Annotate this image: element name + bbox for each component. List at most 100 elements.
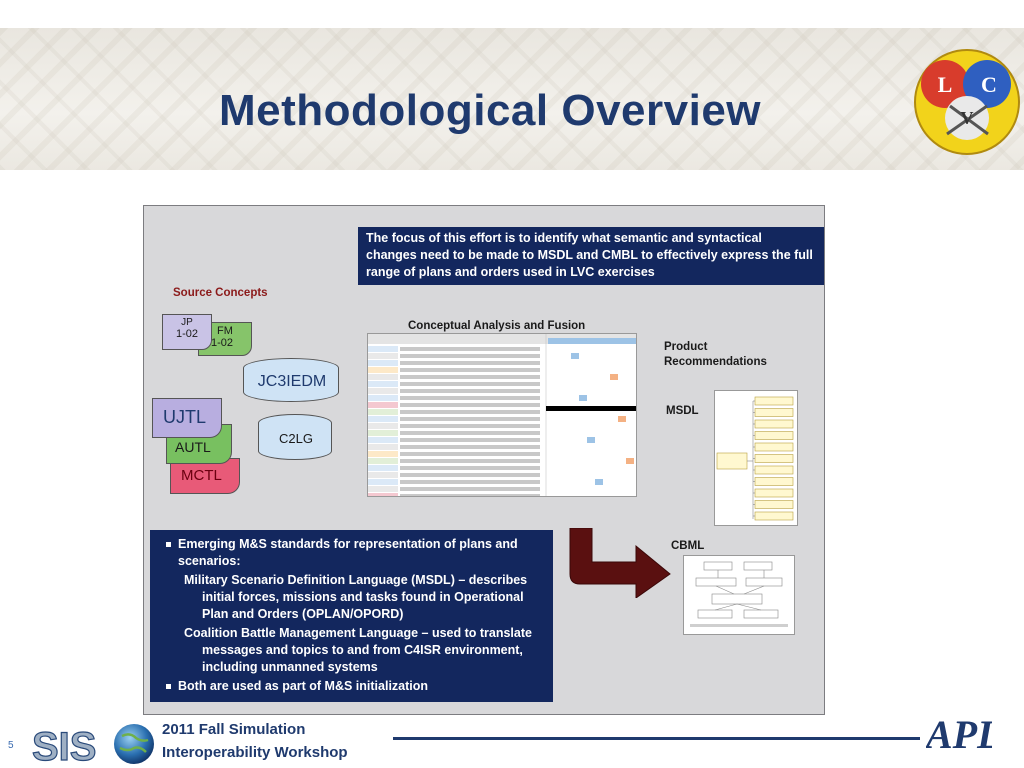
sheet-mark [626,458,634,464]
sheet-row-text [400,417,540,421]
logo-letter-c: C [981,72,997,97]
logo-letter-v: V [961,108,974,128]
product-label-line1: Product [664,341,708,353]
top-bar [0,0,1024,28]
ujtl-label: UJTL [163,407,207,427]
sheet-row-text [400,396,540,400]
c2lg-cylinder: C2LG [258,414,332,460]
sheet-mark [571,353,579,359]
sheet-row-header [368,367,398,373]
sheet-mark [579,395,587,401]
page-title: Methodological Overview [218,86,762,135]
sheet-row-header [368,346,398,352]
schema-box [754,442,794,452]
sub-bullet-item: Military Scenario Definition Language (M… [158,572,545,623]
footer-line2: Interoperability Workshop [162,744,348,761]
bullet-text: Military Scenario Definition Language (M… [184,573,528,621]
sheet-row-text [400,410,540,414]
schema-box [754,488,794,498]
bullet-square-icon [166,684,171,690]
schema-box [754,500,794,509]
sheet-row-header [368,472,398,478]
c2lg-label: C2LG [279,431,313,446]
sheet-row-header [368,437,398,443]
sheet-row-header [368,395,398,401]
sheet-row-text [400,494,540,496]
sheet-row-header [368,402,398,408]
sis-logo: SIS [31,724,154,766]
sheet-row-header [368,388,398,394]
sheet-row-text [400,459,540,463]
bullet-text: Coalition Battle Management Language – u… [184,626,532,674]
sheet-mark [587,437,595,443]
sheet-row-header [368,416,398,422]
jp-line2: 1-02 [175,328,199,340]
schema-box [754,419,794,429]
msdl-schema-image [714,390,798,526]
sheet-row-text [400,452,540,456]
bullet-item: Emerging M&S standards for representatio… [158,536,545,570]
sheet-row-header [368,465,398,471]
sheet-row-text [400,354,540,358]
sheet-row-header [368,479,398,485]
sheet-row-text [400,347,540,351]
sheet-mark [595,479,603,485]
logo-letter-l: L [938,72,953,97]
autl-label: AUTL [175,439,211,455]
msdl-schema-diagram [716,396,794,521]
jc3iedm-label: JC3IEDM [257,373,327,390]
standards-bullet-box: Emerging M&S standards for representatio… [150,530,553,702]
sheet-row-header [368,423,398,429]
product-label-line2: Recommendations [664,356,767,368]
apl-logo-text: APL [926,712,992,752]
sheet-row-text [400,487,540,491]
sheet-row-text [400,424,540,428]
sheet-row-text [400,382,540,386]
sheet-row-header [368,374,398,380]
schema-box [754,454,794,463]
sheet-row-text [400,389,540,393]
sheet-row-text [400,466,540,470]
spreadsheet-grid [368,334,636,496]
bullet-text: Emerging M&S standards for representatio… [178,537,518,568]
schema-box [754,465,794,475]
sheet-row-text [400,361,540,365]
sheet-row-header [368,493,398,496]
bullet-item: Both are used as part of M&S initializat… [158,678,545,695]
sheet-row-text [400,473,540,477]
header-texture [0,28,1024,170]
sheet-mark [610,374,618,380]
schema-box [754,431,794,440]
schema-box [754,408,794,417]
sheet-mark [618,416,626,422]
sheet-row-header [368,451,398,457]
ujtl-document: UJTL [152,398,222,438]
footer-line1: 2011 Fall Simulation [162,721,306,738]
sheet-row-text [400,445,540,449]
sheet-row-text [400,375,540,379]
bullet-square-icon [166,542,171,548]
schema-box [754,511,794,521]
jp-document: JP 1-02 [162,314,212,350]
cbml-flow-diagram [690,561,788,627]
mctl-document: MCTL [170,458,240,494]
sis-logo-text: SIS [32,725,96,766]
fm-line1: FM [217,325,233,337]
sheet-row-header [368,409,398,415]
page-number: 5 [8,740,14,751]
conceptual-spreadsheet-image [367,333,637,497]
header-band [0,28,1024,170]
conceptual-analysis-label: Conceptual Analysis and Fusion [408,320,586,332]
down-right-arrow-icon [569,528,671,598]
msdl-label: MSDL [666,405,699,417]
sheet-row-text [400,480,540,484]
source-concepts-label: Source Concepts [173,287,268,299]
jc3iedm-cylinder: JC3IEDM [243,358,339,402]
fm-line2: 1-02 [211,337,234,349]
sheet-row-header [368,353,398,359]
sheet-row-header [368,444,398,450]
sheet-row-text [400,431,540,435]
sheet-row-header [368,360,398,366]
jp-line1: JP [181,317,193,328]
sheet-row-header [368,458,398,464]
